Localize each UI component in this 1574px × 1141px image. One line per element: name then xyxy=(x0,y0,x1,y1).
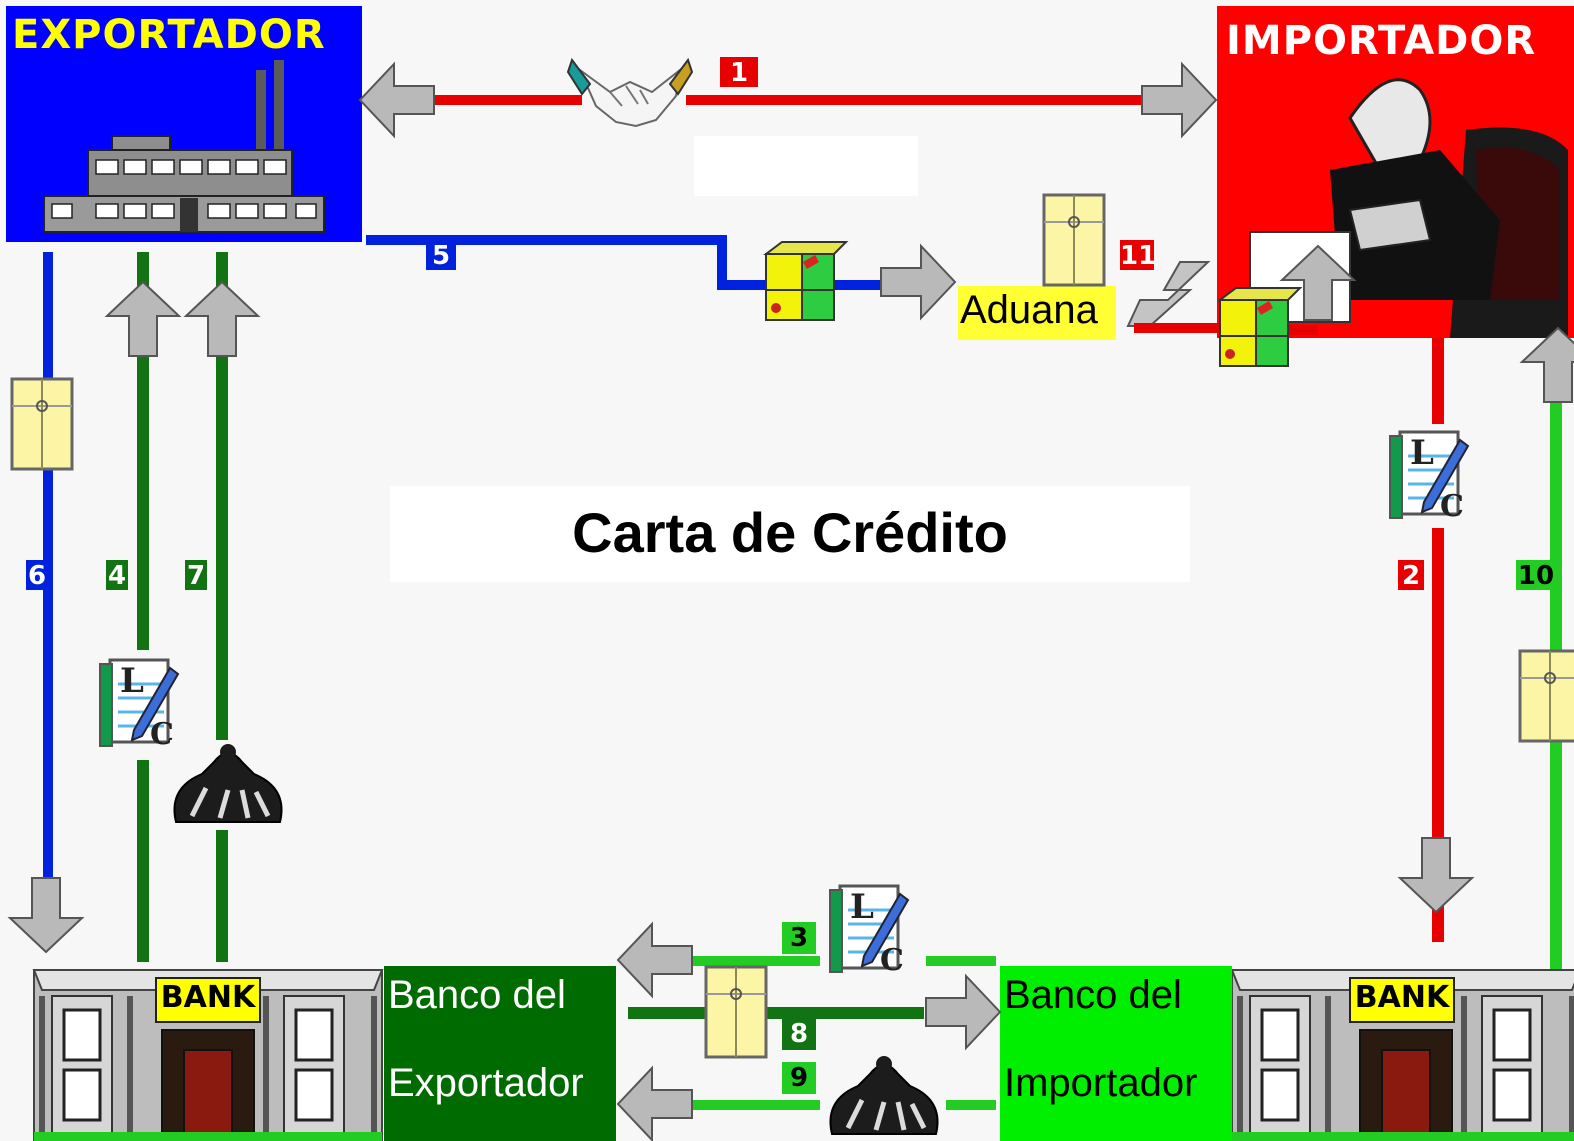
cargo-package-icon xyxy=(765,241,847,321)
step-9-label: 9 xyxy=(789,1063,809,1093)
customs-label-bg xyxy=(958,286,1116,340)
step-3-badge-bg xyxy=(782,922,816,954)
diagram-title: Carta de Crédito xyxy=(572,501,1008,564)
step-10-badge-bg xyxy=(1516,560,1556,590)
document-envelope-icon-right xyxy=(1518,649,1574,743)
bank-importer-line2: Importador xyxy=(1004,1061,1198,1105)
step-2-badge-bg xyxy=(1398,560,1424,590)
step-9-badge-bg xyxy=(782,1062,816,1094)
factory-icon xyxy=(43,60,325,233)
step-1-label: 1 xyxy=(729,58,749,88)
document-envelope-icon-left xyxy=(10,377,74,471)
arrow-step-4-up xyxy=(106,281,180,357)
step-5-badge-bg xyxy=(426,240,456,270)
arrow-step-9 xyxy=(617,1067,693,1141)
bank-sign-exporter: BANK xyxy=(160,980,256,1015)
step-3-label: 3 xyxy=(789,923,809,953)
arrow-step-7-up xyxy=(185,281,259,357)
step-7-label: 7 xyxy=(186,561,206,591)
step-6-badge-bg xyxy=(26,560,48,590)
arrow-to-customs xyxy=(880,245,956,319)
step-4-badge-bg xyxy=(106,560,128,590)
title-bg xyxy=(390,486,1190,582)
letter-of-credit-icon-bottom xyxy=(828,884,910,980)
arrow-to-bank-importer xyxy=(1399,837,1473,913)
arrow-to-exporter xyxy=(359,63,435,137)
arrow-step-8 xyxy=(925,975,1001,1049)
customs-label: Aduana xyxy=(960,288,1098,332)
step-11-label: 11 xyxy=(1120,241,1157,271)
bank-importer-box xyxy=(1000,966,1232,1141)
money-bag-icon-bottom xyxy=(830,1056,937,1134)
arrow-to-bank-exporter xyxy=(9,877,83,953)
exporter-label: EXPORTADOR xyxy=(12,12,326,58)
step-1-line xyxy=(432,95,582,105)
bank-exporter-box xyxy=(384,966,616,1141)
step-11-badge-bg xyxy=(1120,240,1154,270)
step-6-label: 6 xyxy=(27,561,47,591)
arrow-customs-return xyxy=(1126,261,1211,327)
document-envelope-icon xyxy=(1042,193,1106,287)
step-8-label: 8 xyxy=(789,1019,809,1049)
arrow-to-importer xyxy=(1141,63,1217,137)
step-8-badge-bg xyxy=(782,1018,816,1050)
arrow-step-10-up xyxy=(1521,327,1574,403)
handshake-icon xyxy=(567,59,693,127)
step-8-line xyxy=(628,1007,924,1019)
letter-of-credit-icon-right xyxy=(1388,430,1470,526)
bank-sign-importer: BANK xyxy=(1354,980,1450,1015)
bank-exporter-line1: Banco del xyxy=(388,973,566,1017)
cargo-package-icon-2 xyxy=(1219,287,1301,367)
step-5-label: 5 xyxy=(431,241,451,271)
step-7-line xyxy=(216,252,228,962)
bank-sign-importer-bg xyxy=(1349,977,1455,1023)
businessman-icon xyxy=(1249,78,1568,338)
step-2-label: 2 xyxy=(1401,561,1421,591)
bank-importer-label: Banco del Importador xyxy=(1004,970,1197,1108)
arrow-step-3 xyxy=(617,923,693,997)
step-10-label: 10 xyxy=(1517,561,1555,591)
bank-importer-line1: Banco del xyxy=(1004,973,1182,1017)
bank-exporter-label: Banco del Exportador xyxy=(388,970,584,1108)
step-1-badge-bg xyxy=(720,57,758,87)
bank-exporter-line2: Exportador xyxy=(388,1061,584,1105)
step-9-line xyxy=(690,1100,820,1110)
importer-label: IMPORTADOR xyxy=(1226,18,1537,64)
document-envelope-icon-bottom xyxy=(704,965,768,1059)
step-7-badge-bg xyxy=(185,560,207,590)
letter-of-credit-icon-left xyxy=(98,658,180,754)
step-3-line xyxy=(690,956,820,966)
step-4-label: 4 xyxy=(107,561,127,591)
step-4-line xyxy=(137,252,149,962)
bank-sign-exporter-bg xyxy=(155,977,261,1023)
